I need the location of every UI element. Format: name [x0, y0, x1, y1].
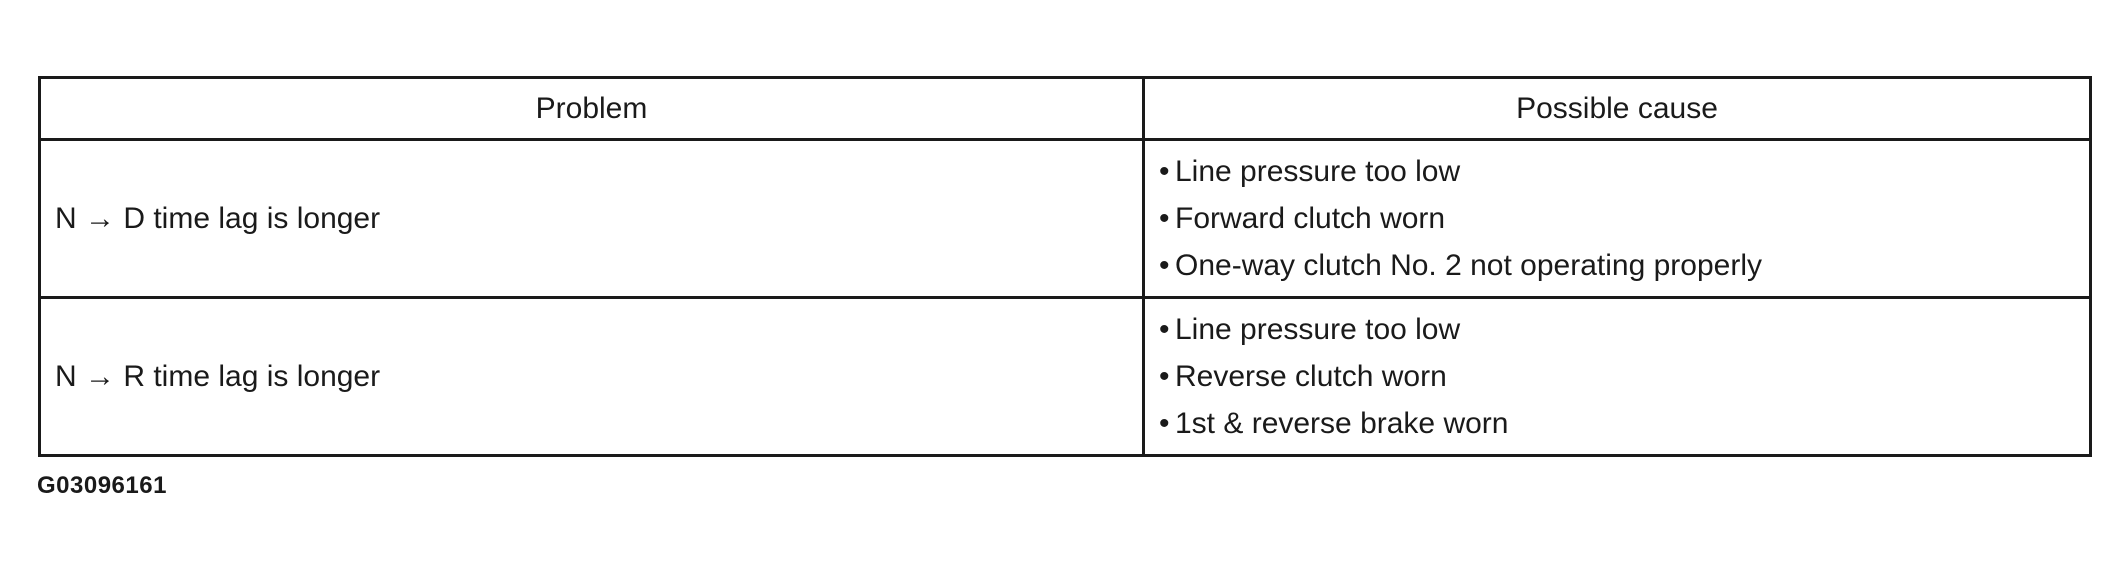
cause-item: •Forward clutch worn: [1159, 195, 2089, 242]
cause-item: •Reverse clutch worn: [1159, 353, 2089, 400]
cause-item: •Line pressure too low: [1159, 306, 2089, 353]
cause-text: 1st & reverse brake worn: [1175, 407, 1509, 440]
diagnosis-table: Problem Possible cause N → D time lag is…: [38, 76, 2092, 457]
cause-text: Reverse clutch worn: [1175, 360, 1447, 393]
figure-id: G03096161: [37, 472, 167, 499]
cause-text: Forward clutch worn: [1175, 202, 1446, 235]
cause-cell: •Line pressure too low •Forward clutch w…: [1142, 138, 2092, 299]
cause-text: Line pressure too low: [1175, 313, 1461, 346]
cause-item: •One-way clutch No. 2 not operating prop…: [1159, 242, 2089, 289]
cause-list: •Line pressure too low •Reverse clutch w…: [1159, 306, 2089, 447]
header-problem: Problem: [38, 76, 1145, 141]
bullet-icon: •: [1159, 202, 1170, 235]
table-row: N → R time lag is longer •Line pressure …: [38, 296, 2092, 457]
cause-list: •Line pressure too low •Forward clutch w…: [1159, 148, 2089, 289]
bullet-icon: •: [1159, 360, 1170, 393]
bullet-icon: •: [1159, 407, 1170, 440]
cause-text: One-way clutch No. 2 not operating prope…: [1175, 249, 1762, 282]
cause-item: •Line pressure too low: [1159, 148, 2089, 195]
bullet-icon: •: [1159, 155, 1170, 188]
problem-cell: N → R time lag is longer: [38, 296, 1145, 457]
bullet-icon: •: [1159, 313, 1170, 346]
bullet-icon: •: [1159, 249, 1170, 282]
table-header-row: Problem Possible cause: [38, 76, 2092, 141]
table-row: N → D time lag is longer •Line pressure …: [38, 138, 2092, 299]
problem-cell: N → D time lag is longer: [38, 138, 1145, 299]
header-possible-cause: Possible cause: [1142, 76, 2092, 141]
cause-text: Line pressure too low: [1175, 155, 1461, 188]
cause-cell: •Line pressure too low •Reverse clutch w…: [1142, 296, 2092, 457]
cause-item: •1st & reverse brake worn: [1159, 400, 2089, 447]
